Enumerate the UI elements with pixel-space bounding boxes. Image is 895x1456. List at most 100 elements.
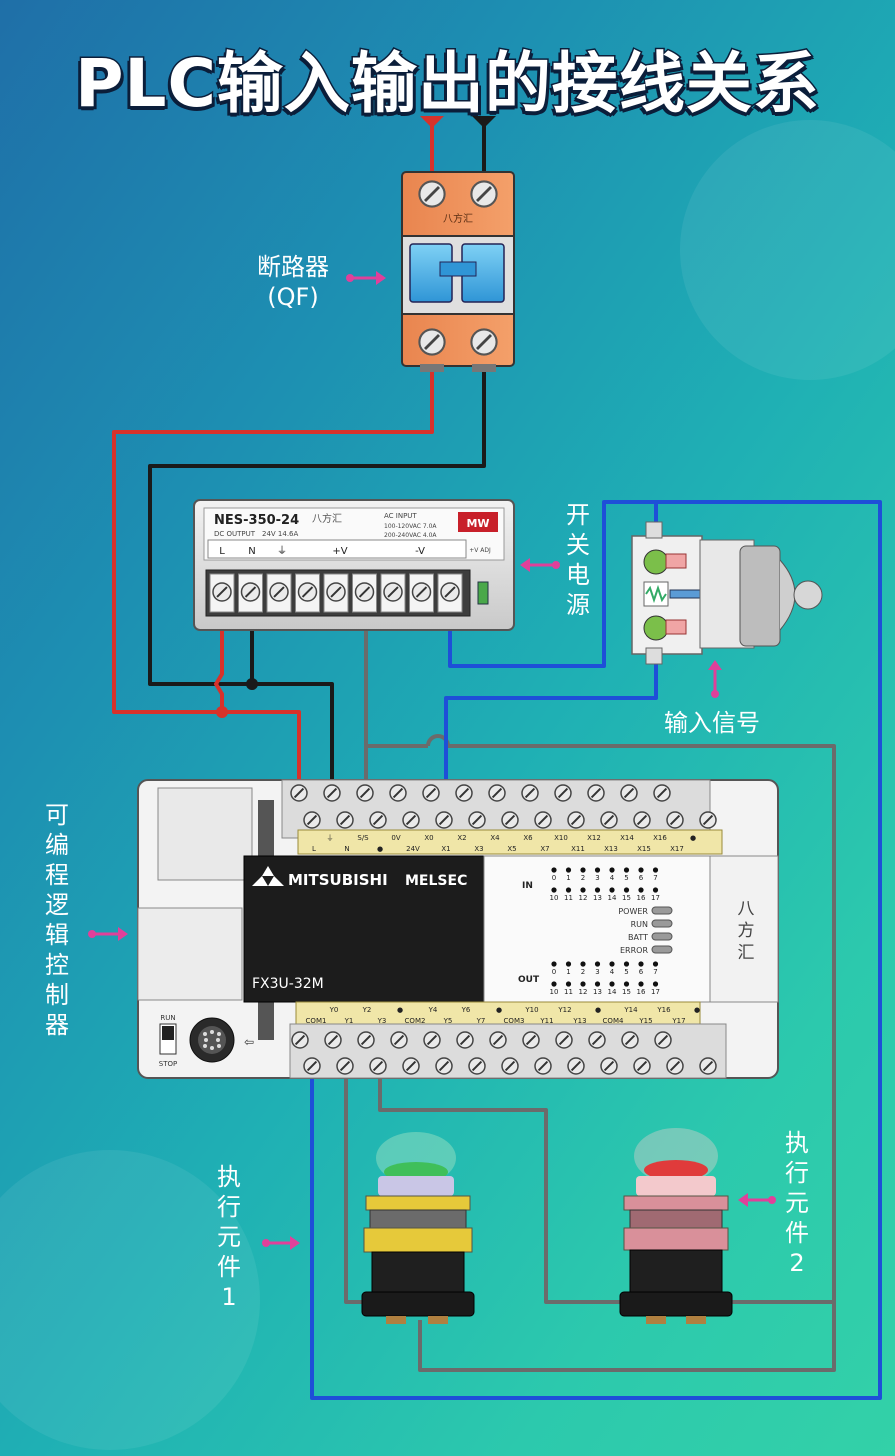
io-led (565, 867, 572, 873)
plc-terminal-screw (489, 1031, 507, 1049)
io-led (551, 961, 557, 967)
black-wire-to-plc-n (148, 368, 486, 790)
plc-terminal-screw (620, 784, 638, 802)
arrow-icon (738, 1193, 776, 1207)
plc-terminal-screw (567, 811, 585, 829)
plc-terminal-label: ● (690, 834, 696, 842)
plc-terminal-label: X13 (604, 845, 618, 853)
psu-ac-line1: 100-120VAC 7.0A (384, 523, 437, 530)
io-led (609, 981, 615, 987)
plc-terminal-screw (369, 1057, 387, 1075)
plc-terminal-label: Y0 (329, 1006, 339, 1014)
psu-ac-line2: 200-240VAC 4.0A (384, 532, 437, 539)
led-number: 14 (608, 894, 617, 902)
plc-terminal-screw (501, 811, 519, 829)
status-led (651, 932, 673, 941)
arrow-icon (346, 271, 386, 285)
arrow-icon (262, 1236, 300, 1250)
io-led (551, 887, 557, 893)
plc-terminal-screw (587, 784, 605, 802)
led-number: 2 (581, 874, 585, 882)
led-number: 0 (552, 968, 556, 976)
led-number: 15 (622, 988, 631, 996)
io-led (551, 981, 557, 987)
led-number: 4 (610, 874, 615, 882)
plc-terminal-screw (369, 811, 387, 829)
io-led (609, 887, 615, 893)
background-dots (0, 1150, 260, 1450)
led-number: 17 (651, 988, 660, 996)
plc-terminal-screw (290, 784, 308, 802)
plc-label: 可编程逻辑控制器 (45, 801, 69, 1039)
switching-power-supply: NES-350-24 八方汇 DC OUTPUT 24V 14.6A AC IN… (193, 499, 515, 631)
plc-terminal-label: ● (377, 845, 383, 853)
psu-terminal-screw (240, 582, 261, 602)
plc-terminal-screw (356, 784, 374, 802)
background-dots (680, 120, 895, 380)
led-number: 6 (639, 968, 644, 976)
plc-terminal-screw (323, 784, 341, 802)
status-led-label: BATT (628, 933, 648, 942)
psu-dc-spec: 24V 14.6A (262, 530, 299, 538)
psu-l-wire (214, 592, 224, 712)
led-number: 3 (595, 874, 599, 882)
page-title: PLC输入输出的接线关系 (74, 44, 821, 124)
led-number: 0 (552, 874, 556, 882)
io-led (638, 887, 644, 893)
led-number: 13 (593, 988, 602, 996)
plc-terminal-screw (621, 1031, 639, 1049)
blue-wire-psu-plus (310, 500, 882, 1400)
plc-terminal-screw (521, 784, 539, 802)
led-number: 17 (651, 894, 660, 902)
plc-terminal-screw (654, 1031, 672, 1049)
plc-model: FX3U-32M (252, 976, 324, 992)
psu-terminal-screw (440, 582, 460, 602)
plc-series: MELSEC (405, 873, 467, 889)
plc-terminal-screw (303, 1057, 321, 1075)
io-led (652, 981, 659, 987)
blue-wire-switch-x0 (444, 660, 658, 820)
plc-terminal-screw (534, 1057, 552, 1075)
io-led (580, 867, 586, 873)
wires (112, 125, 882, 1400)
io-led (594, 981, 601, 987)
plc-terminal-screw (554, 784, 572, 802)
status-led (651, 906, 673, 915)
io-led (638, 961, 644, 967)
plc-terminal-label: X5 (507, 845, 516, 853)
actuator-2-red-lamp (619, 1128, 733, 1324)
plc-terminal-screw (501, 1057, 519, 1075)
led-number: 6 (639, 874, 644, 882)
io-led (580, 887, 586, 893)
status-led-label: RUN (631, 920, 648, 929)
plc-terminal-label: N (344, 845, 349, 853)
plc-terminal-label: X6 (523, 834, 533, 842)
plc-input-terminals (290, 784, 717, 829)
led-number: 16 (637, 988, 646, 996)
plc-terminal-screw (336, 1057, 354, 1075)
status-led (651, 945, 673, 954)
power-supply-label: 开关电源 (566, 501, 590, 619)
led-number: 4 (610, 968, 615, 976)
plc-terminal-label: S/S (357, 834, 369, 842)
plc-terminal-label: COM2 (405, 1017, 426, 1025)
plc-in-label: IN (522, 881, 533, 891)
plc-terminal-screw (666, 1057, 684, 1075)
plc-terminal-screw (468, 811, 486, 829)
plc-terminal-label: X4 (490, 834, 500, 842)
plc-terminal-screw (653, 784, 671, 802)
plc-terminal-label: ● (496, 1006, 502, 1014)
plc-terminal-label: COM3 (504, 1017, 525, 1025)
status-led-label: ERROR (620, 946, 648, 955)
circuit-breaker: 八方汇 (401, 171, 515, 372)
io-led (565, 981, 572, 987)
plc-terminal-screw (336, 811, 354, 829)
led-number: 2 (581, 968, 585, 976)
io-led (580, 961, 586, 967)
plc-terminal-label: L (312, 845, 316, 853)
plc-terminal-screw (666, 811, 684, 829)
